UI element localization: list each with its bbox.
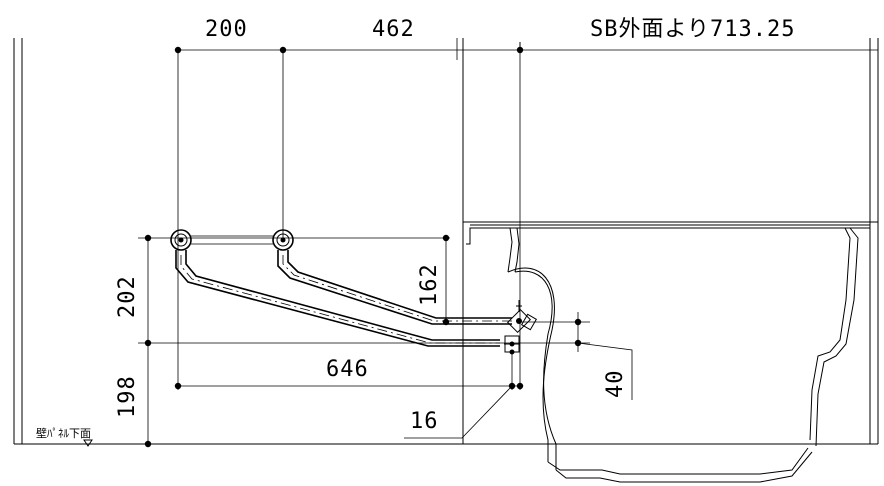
dim-713: SB外面より713.25 bbox=[590, 17, 796, 42]
dim-198: 198 bbox=[115, 375, 140, 418]
wall-panel-marker bbox=[83, 439, 93, 447]
offset-dimension bbox=[520, 312, 633, 400]
small-leader bbox=[404, 350, 513, 439]
valve-upper bbox=[506, 300, 538, 334]
dim-162: 162 bbox=[417, 263, 442, 306]
pipe-fittings bbox=[170, 229, 294, 251]
wall-panel-label: 壁ﾊﾟﾈﾙ下面 bbox=[36, 426, 91, 440]
top-dimension-line bbox=[174, 42, 878, 390]
dim-462: 462 bbox=[372, 17, 415, 42]
bathtub-outline bbox=[463, 42, 878, 483]
pipe-lower bbox=[175, 250, 500, 347]
dim-202: 202 bbox=[115, 275, 140, 318]
pipe-upper bbox=[277, 250, 512, 325]
dim-40: 40 bbox=[603, 370, 628, 399]
pipe-drop-dimension bbox=[442, 234, 450, 326]
dim-646: 646 bbox=[326, 357, 369, 382]
dim-200: 200 bbox=[205, 17, 248, 42]
frame-lines bbox=[13, 38, 879, 445]
horizontal-dimension bbox=[174, 382, 524, 390]
dim-16: 16 bbox=[410, 409, 439, 434]
valve-lower bbox=[504, 335, 520, 355]
